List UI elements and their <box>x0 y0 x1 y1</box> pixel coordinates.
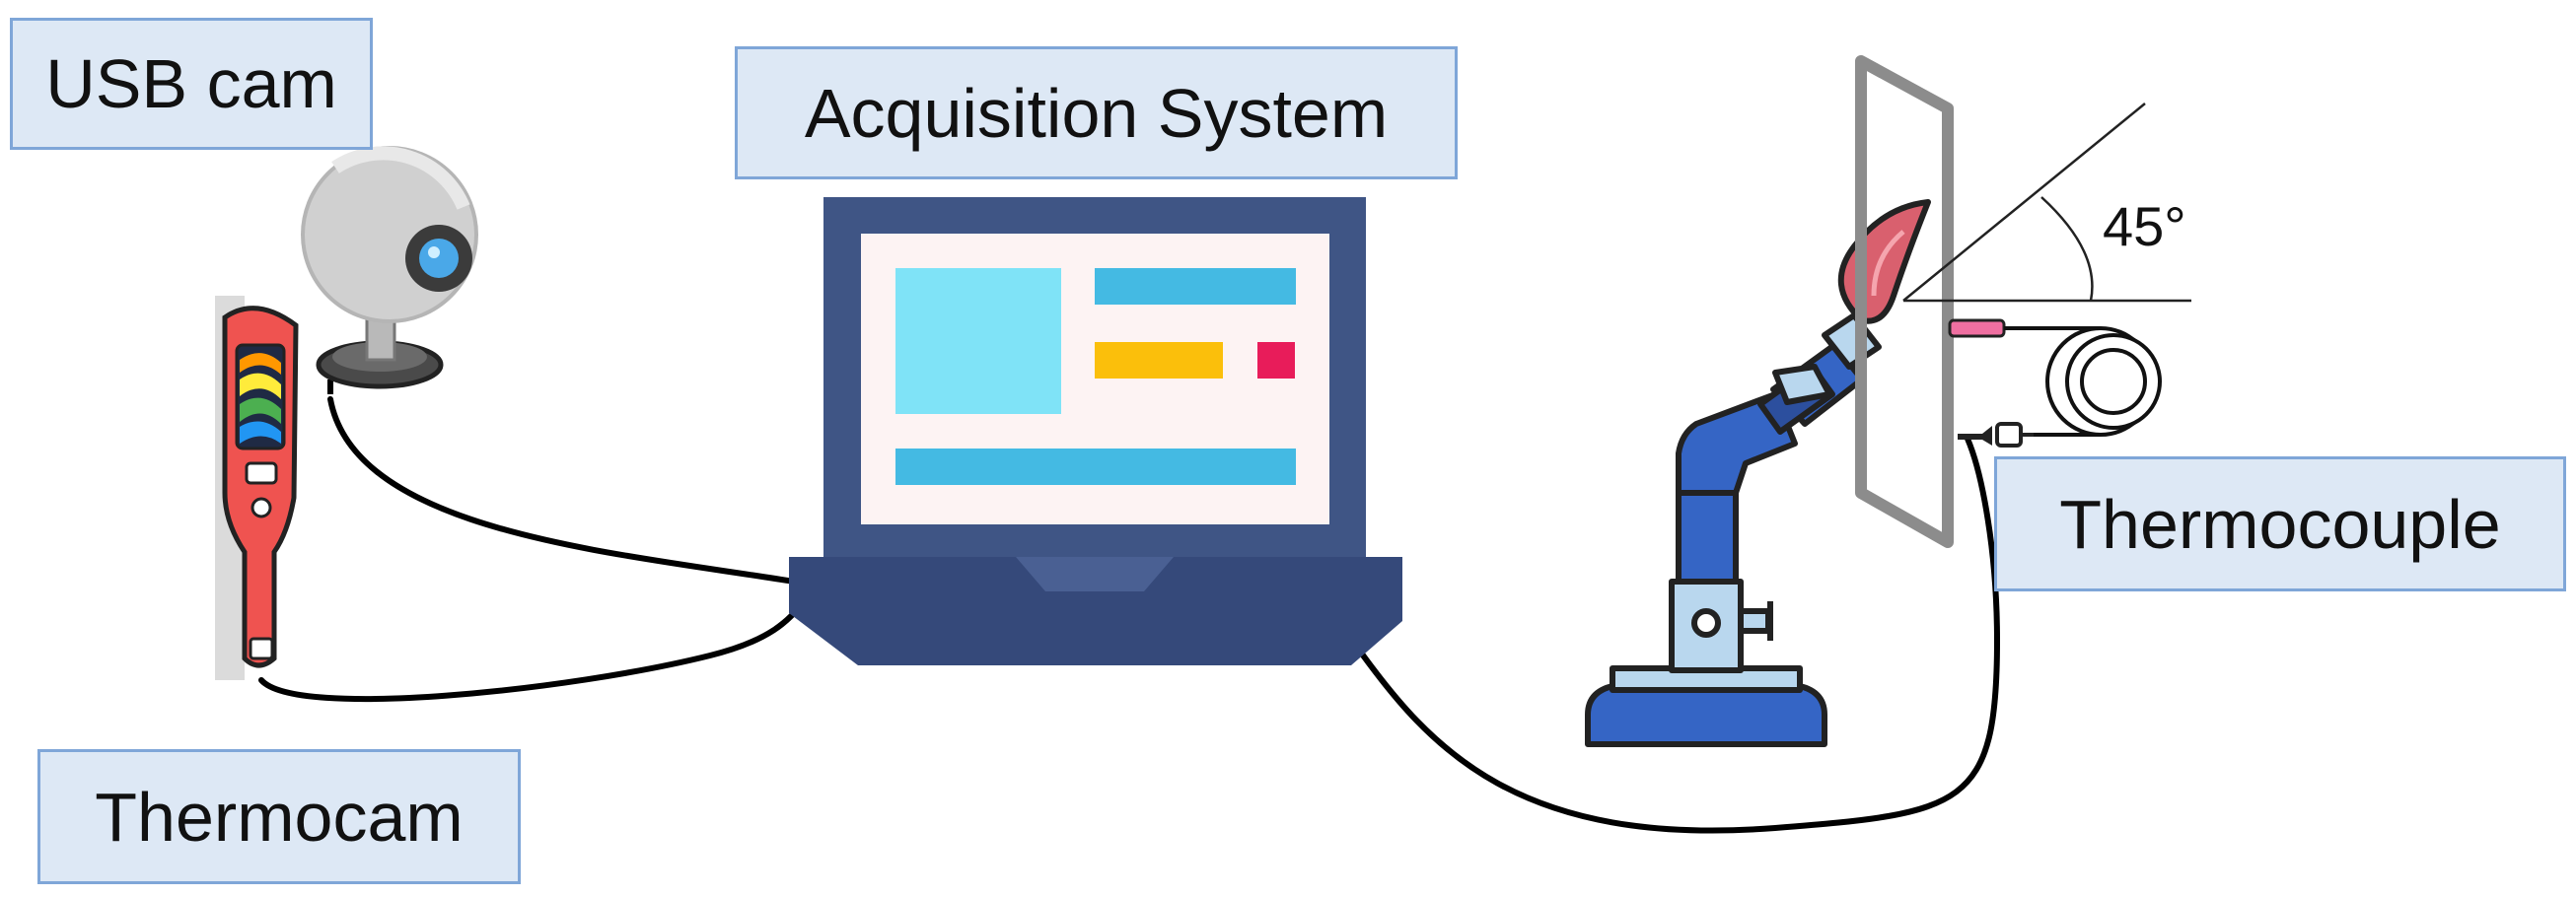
angle-annotation <box>1902 103 2191 303</box>
thermocouple-cable <box>1353 436 2001 834</box>
angle-45-label: 45° <box>2103 195 2186 257</box>
webcam-cable <box>327 396 797 585</box>
webcam-icon <box>301 146 478 394</box>
laptop-icon <box>789 197 1402 665</box>
test-plate-icon <box>1855 55 1954 548</box>
acquisition-system-label: Acquisition System <box>735 46 1458 179</box>
thermocam-cable <box>258 598 807 703</box>
thermocouple-probe-icon <box>1948 318 2034 448</box>
usb-cam-label: USB cam <box>10 18 373 150</box>
thermocam-label: Thermocam <box>37 749 521 884</box>
torch-robot-arm-icon <box>1585 199 1931 747</box>
cables <box>258 396 2001 834</box>
thermocouple-label: Thermocouple <box>1994 456 2566 591</box>
wire-spool-icon <box>2004 326 2162 437</box>
thermal-camera-icon <box>215 296 299 680</box>
